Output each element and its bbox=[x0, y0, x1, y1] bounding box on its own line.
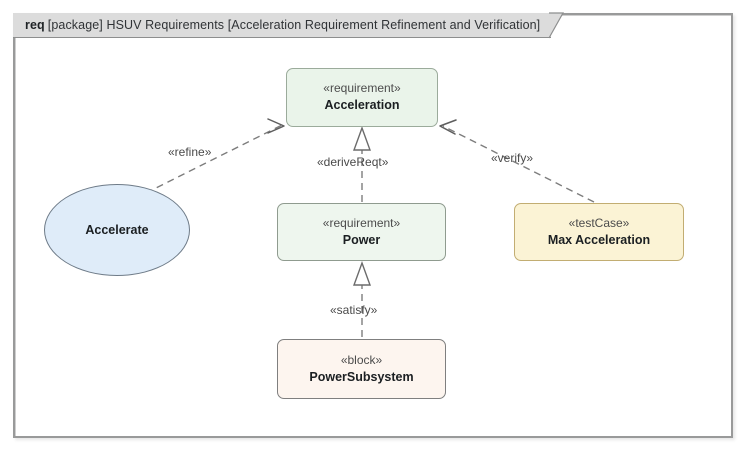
diagram-header-bevel-outline bbox=[548, 12, 565, 39]
node-name-label: PowerSubsystem bbox=[309, 369, 414, 384]
edge-label-refine: «refine» bbox=[168, 145, 212, 159]
usecase-node-accelerate[interactable]: Accelerate bbox=[44, 184, 190, 276]
edge-refine bbox=[145, 118, 285, 194]
diagram-scope-label: [package] HSUV Requirements [Acceleratio… bbox=[47, 18, 541, 32]
stereotype-label: «requirement» bbox=[322, 215, 401, 230]
edge-label-satisfy: «satisfy» bbox=[330, 303, 378, 317]
edge-verify bbox=[439, 119, 595, 203]
edge-derivereqt bbox=[353, 125, 371, 202]
node-name-label: Acceleration bbox=[324, 98, 400, 113]
node-name-label: Power bbox=[342, 232, 381, 247]
block-node-power-subsystem[interactable]: «block» PowerSubsystem bbox=[277, 339, 446, 399]
stereotype-label: «requirement» bbox=[323, 81, 401, 96]
edge-label-verify: «verify» bbox=[491, 151, 534, 165]
stereotype-label: «testCase» bbox=[568, 215, 630, 230]
stereotype-label: «block» bbox=[340, 352, 383, 367]
diagram-kind-label: req bbox=[25, 18, 45, 32]
diagram-frame-header: req [package] HSUV Requirements [Acceler… bbox=[13, 13, 551, 38]
node-name-label: Max Acceleration bbox=[547, 232, 651, 247]
requirement-node-acceleration[interactable]: «requirement» Acceleration bbox=[286, 68, 438, 127]
node-name-label: Accelerate bbox=[85, 223, 149, 237]
testcase-node-max-acceleration[interactable]: «testCase» Max Acceleration bbox=[514, 203, 684, 261]
edge-label-derivereqt: «deriveReqt» bbox=[317, 155, 389, 169]
requirement-node-power[interactable]: «requirement» Power bbox=[277, 203, 446, 261]
edge-satisfy bbox=[353, 260, 371, 337]
